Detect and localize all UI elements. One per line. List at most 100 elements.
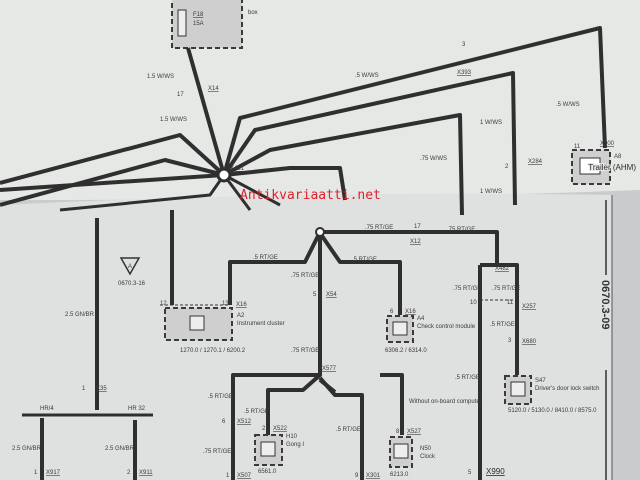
fuse-box-label: box (248, 10, 258, 16)
wire-label: 2.5 GN/BR (65, 312, 95, 318)
component-name: Driver's door lock switch (535, 386, 600, 392)
component-refs: 1270.0 / 1270.1 / 6200.2 (180, 348, 246, 354)
module-icon (392, 321, 408, 336)
component-name: Trailer (AHM) (588, 163, 636, 172)
wire-label: .5 RT/GE (253, 255, 278, 261)
pin-label: 17 (177, 92, 184, 98)
wire-label: .5 RT/GE (244, 409, 269, 415)
connector-label: X451 (230, 166, 245, 172)
component-refs: 6213.0 (390, 472, 409, 478)
pin-label: 1 (226, 473, 230, 479)
connector-label: X522 (273, 426, 288, 432)
component-id: A2 (237, 313, 245, 319)
wire-label: 1.5 W/WS (147, 74, 174, 80)
wire-label: .75 RT/GE (291, 273, 319, 279)
component-name: Instrument cluster (237, 321, 285, 327)
connector-label: X301 (366, 473, 381, 479)
wire-label: .5 RT/GE (352, 257, 377, 263)
component-id: A8 (614, 154, 622, 160)
connector-label: X12 (410, 239, 421, 245)
ground-mark: A (128, 264, 132, 270)
wire-label: 2.5 GN/BR (12, 446, 42, 452)
component-note: Without on-board computer (409, 399, 482, 405)
lower-page (0, 193, 612, 480)
wire-label: .5 RT/GE (490, 322, 515, 328)
wire-label: .75 RT/GE (365, 225, 393, 231)
pin-label: 2 (127, 470, 131, 476)
fuse-icon (177, 9, 187, 37)
fuse-rating: 15A (193, 21, 204, 27)
component-id: N50 (420, 446, 432, 452)
connector-label: X507 (237, 473, 252, 479)
module-icon (189, 315, 205, 331)
module-icon (260, 441, 276, 457)
pin-label: 5 (468, 470, 472, 476)
wire-label: .5 RT/GE (208, 394, 233, 400)
connector-label: X16 (236, 302, 247, 308)
wire-label: .75 RT/GE (203, 449, 231, 455)
splice-x451 (216, 167, 232, 183)
pin-label: 1 (34, 470, 38, 476)
bus-label: HR/4 (40, 406, 54, 412)
pin-label: 10 (470, 300, 477, 306)
bus-label: HR 32 (128, 406, 146, 412)
connector-label: X16 (405, 309, 416, 315)
component-refs: 6561.0 (258, 469, 277, 475)
pin-label: 6 (390, 309, 394, 315)
connector-label: X680 (522, 339, 537, 345)
connector-label: X911 (139, 470, 153, 476)
wire-label: .75 RT/GE (447, 227, 475, 233)
wire-label: 1 W/WS (480, 189, 502, 195)
pin-label: 8 (396, 429, 400, 435)
pin-label: 9 (355, 473, 359, 479)
connector-label: X527 (407, 429, 422, 435)
splice-fan-wires (0, 26, 607, 216)
connector-label: X257 (522, 304, 537, 310)
wire-label: .5 RT/GE (336, 427, 361, 433)
component-id: S47 (535, 378, 546, 384)
pin-label: 5 (313, 292, 317, 298)
ground-reference-label: 0670.3-16 (118, 281, 146, 287)
component-refs: 5120.0 / 5130.0 / 8410.0 / 8575.0 (508, 408, 597, 414)
connector-label: X54 (326, 292, 337, 298)
wire-label: 1.5 W/WS (160, 117, 187, 123)
connector-label: X990 (486, 467, 505, 476)
connector-label: X35 (96, 386, 107, 392)
ground-reference-icon (119, 257, 141, 276)
pin-label: 6 (222, 419, 226, 425)
wire-label: .5 RT/GE (455, 375, 480, 381)
component-refs: 6306.2 / 6314.0 (385, 348, 427, 354)
wire-label: .5 W/WS (355, 73, 379, 79)
wire-label: 1 W/WS (480, 120, 502, 126)
component-name: Check control module (417, 324, 476, 330)
connector-label: X577 (322, 366, 337, 372)
connector-label: X393 (457, 70, 472, 76)
pin-label: 13 (222, 301, 229, 307)
module-icon (579, 157, 601, 175)
wire-label: .75 W/WS (420, 156, 447, 162)
pin-label: 1 (82, 386, 86, 392)
module-icon (393, 443, 409, 459)
fuse-id: F18 (193, 12, 204, 18)
wire-label: .75 RT/GE (492, 286, 520, 292)
pin-label: 3 (508, 338, 512, 344)
connector-label: X917 (46, 470, 61, 476)
pin-label: 11 (574, 144, 581, 150)
wire-label: .5 W/WS (556, 102, 580, 108)
pin-label: 11 (507, 300, 514, 306)
pin-label: 17 (414, 224, 421, 230)
pin-label: 3 (462, 42, 466, 48)
component-name: Gong I (286, 442, 304, 448)
component-name: Clock (420, 454, 436, 460)
connector-label: X512 (237, 419, 252, 425)
connector-label: X284 (528, 159, 543, 165)
page-number: 0670.3-09 (599, 280, 611, 330)
lower-wires (22, 210, 519, 480)
wire-label: 2.5 GN/BR (105, 446, 135, 452)
wire-label: .75 RT/GE (453, 286, 481, 292)
pin-label: 2 (505, 164, 509, 170)
wire-label: .75 RT/GE (291, 348, 319, 354)
connector-label: X900 (600, 141, 615, 147)
